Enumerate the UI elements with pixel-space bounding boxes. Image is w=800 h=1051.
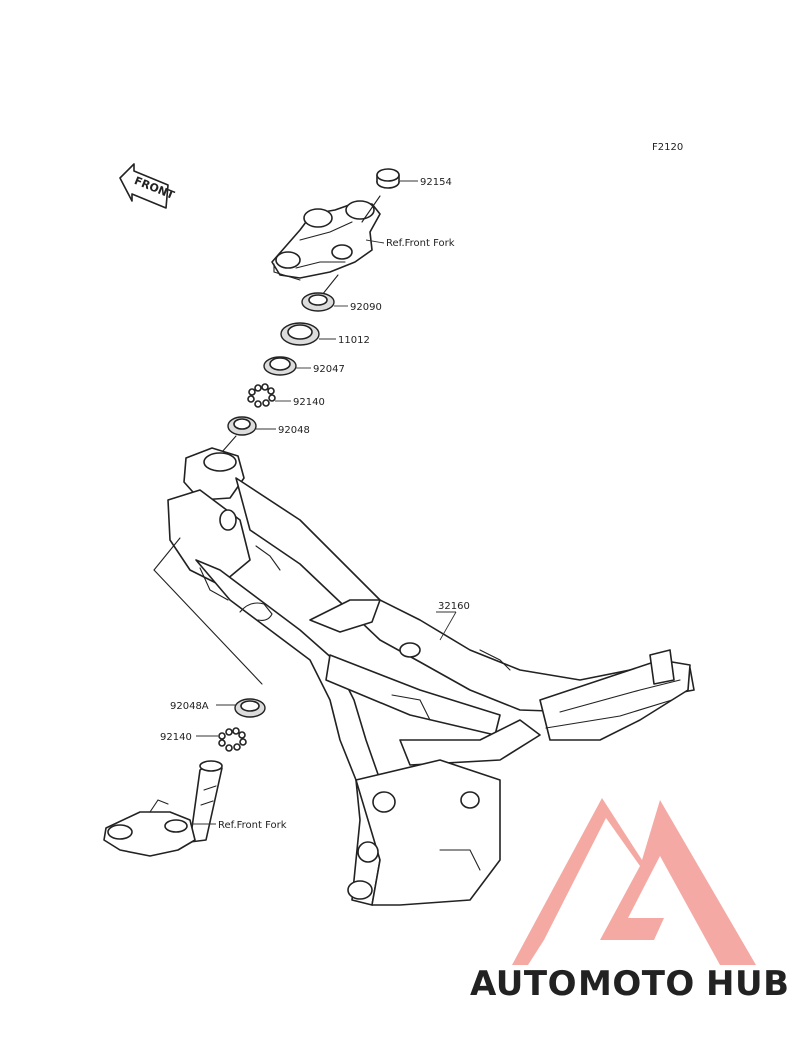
front-arrow-icon: FRONT bbox=[119, 163, 177, 209]
automotohub-logo bbox=[512, 798, 756, 965]
label-11012: 11012 bbox=[338, 335, 370, 346]
watermark-hub: HUB bbox=[706, 964, 789, 1004]
diagram-code: F2120 bbox=[652, 142, 683, 153]
part-92048-race bbox=[227, 416, 257, 436]
label-92090: 92090 bbox=[350, 302, 382, 313]
label-ref-front-fork-upper: Ref.Front Fork bbox=[386, 238, 455, 249]
watermark-auto: AUTO bbox=[470, 964, 577, 1004]
label-92140-lower: 92140 bbox=[160, 732, 192, 743]
upper-triple-clamp bbox=[271, 200, 381, 281]
label-32160: 32160 bbox=[438, 601, 470, 612]
label-ref-front-fork-lower: Ref.Front Fork bbox=[218, 820, 287, 831]
label-92047: 92047 bbox=[313, 364, 345, 375]
label-92140-upper: 92140 bbox=[293, 397, 325, 408]
watermark-moto: MOTO bbox=[578, 964, 695, 1004]
part-92048A-race bbox=[234, 698, 266, 718]
part-11012-cap bbox=[280, 322, 320, 346]
part-32160-frame bbox=[167, 447, 695, 906]
part-92154-nut bbox=[376, 168, 400, 189]
part-92140-lower-balls bbox=[218, 727, 247, 752]
part-92090-washer bbox=[301, 292, 335, 312]
lower-triple-clamp-stem bbox=[103, 760, 223, 857]
part-92047-race bbox=[263, 356, 297, 376]
label-92048A: 92048A bbox=[170, 701, 209, 712]
label-92048: 92048 bbox=[278, 425, 310, 436]
part-92140-upper-balls bbox=[247, 383, 276, 408]
logo-mark-icon bbox=[512, 798, 756, 965]
label-92154: 92154 bbox=[420, 177, 452, 188]
